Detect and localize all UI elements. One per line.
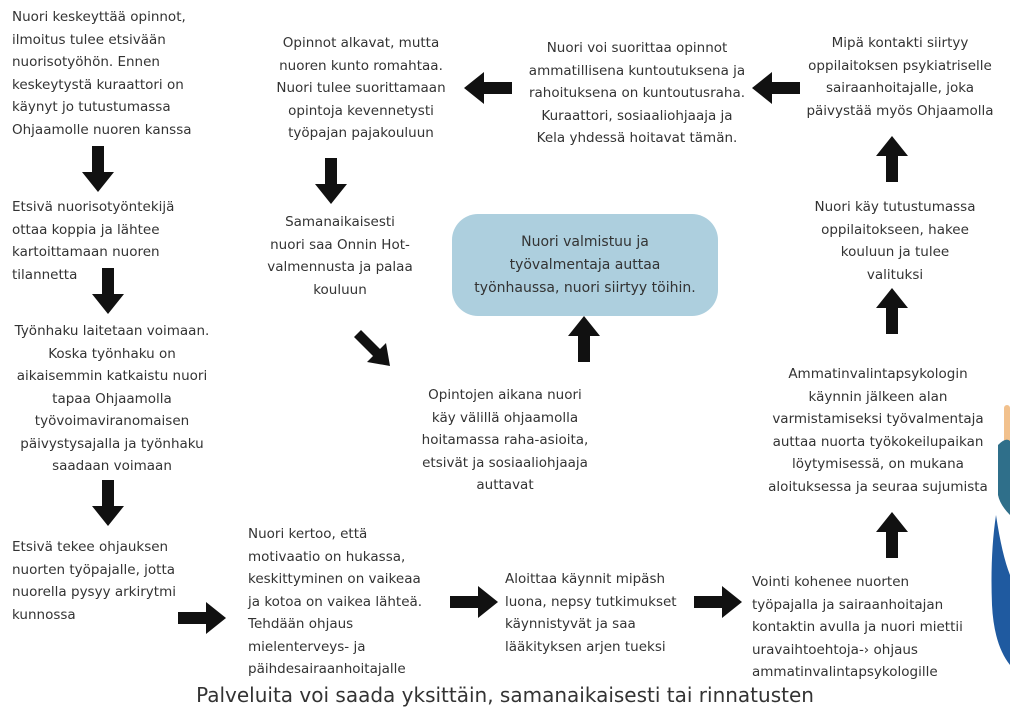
arrow-down-icon [92,268,124,314]
step-mipash-visits: Aloittaa käynnit mipäsh luona, nepsy tut… [505,571,677,655]
arrow-down-icon [82,146,114,192]
arrow-right-icon [178,602,226,634]
arrow-down-icon [315,158,347,204]
arrow-up-icon [876,288,908,334]
step-studies-start: Opinnot alkavat, mutta nuoren kunto roma… [276,35,446,141]
step-workshop-referral: Etsivä tekee ohjauksen nuorten työpajall… [12,539,176,623]
arrow-diagonal-icon [354,330,390,366]
step-dropout: Nuori keskeyttää opinnot, ilmoitus tulee… [12,9,192,138]
arrow-right-icon [450,586,498,618]
step-vocational-psychologist: Ammatinvalintapsykologin käynnin jälkeen… [768,366,988,495]
step-psychiatric-nurse: Mipä kontakti siirtyy oppilaitoksen psyk… [806,35,994,119]
step-wellbeing: Vointi kohenee nuorten työpajalla ja sai… [752,574,963,680]
step-motivation: Nuori kertoo, että motivaatio on hukassa… [248,526,423,677]
step-job-search: Työnhaku laitetaan voimaan. Koska työnha… [14,323,210,474]
step-during-studies: Opintojen aikana nuori käy välillä ohjaa… [421,387,589,493]
arrow-left-icon [464,72,512,104]
arrow-up-icon [876,512,908,558]
arrow-up-icon [568,316,600,362]
arrow-up-icon [876,136,908,182]
step-coaching: Samanaikaisesti nuori saa Onnin Hot- val… [267,214,413,298]
person-illustration [990,405,1010,679]
arrow-right-icon [694,586,742,618]
arrow-left-icon [752,72,800,104]
step-school-visit: Nuori käy tutustumassa oppilaitokseen, h… [814,199,976,283]
step-rehabilitation: Nuori voi suorittaa opinnot ammatillisen… [528,40,746,146]
arrow-down-icon [92,480,124,526]
step-outreach-worker: Etsivä nuorisotyöntekijä ottaa koppia ja… [12,199,175,283]
footer-note: Palveluita voi saada yksittäin, samanaik… [196,683,814,707]
graduation-box: Nuori valmistuu ja työvalmentaja auttaa … [452,214,718,316]
graduation-text: Nuori valmistuu ja työvalmentaja auttaa … [474,233,696,296]
